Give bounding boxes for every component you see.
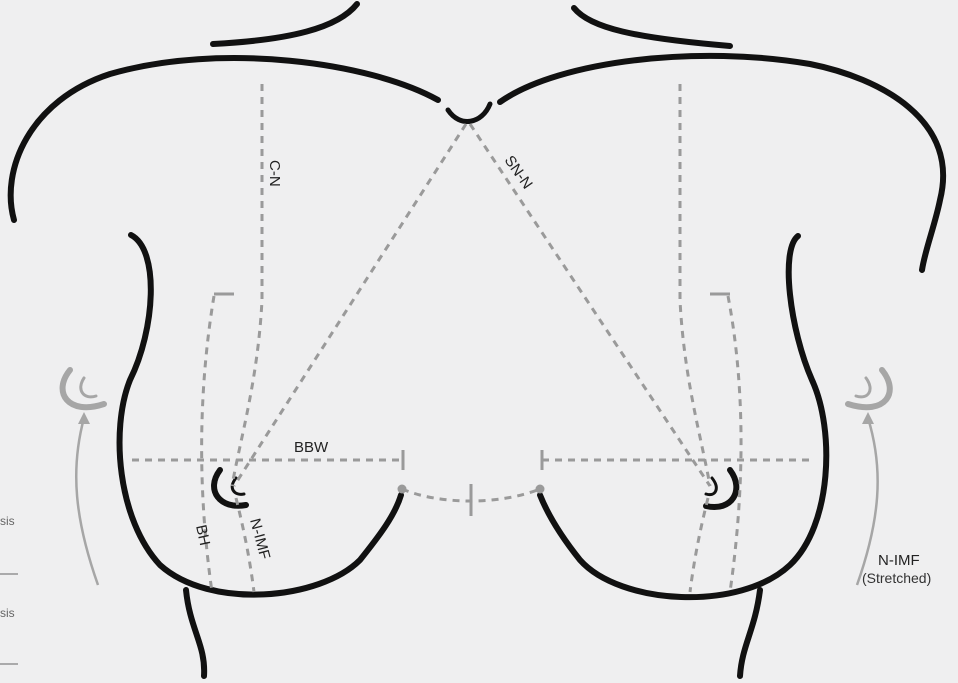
bh-label: BH <box>192 523 213 547</box>
bbw-label: BBW <box>294 439 329 456</box>
side-label-bottom: sis <box>0 606 15 620</box>
intermammary-point-left <box>398 485 407 494</box>
right-lower-torso <box>740 590 760 676</box>
left-stretch-arrow <box>76 418 98 585</box>
right-stretch-arrowhead <box>862 412 874 424</box>
stretched-label: (Stretched) <box>862 570 931 586</box>
left-nipple-inner <box>232 478 244 494</box>
bh-line-right <box>728 296 741 592</box>
right-stretch-arrow <box>857 418 878 585</box>
right-nipple-inner <box>706 478 716 495</box>
n-imf-line-right <box>690 498 708 592</box>
sn-n-label: SN-N <box>501 153 536 193</box>
left-ghost-nipple-inner <box>81 378 96 397</box>
c-n-label: C-N <box>266 160 283 187</box>
sn-n-line-right <box>470 124 710 486</box>
right-ghost-nipple-inner <box>856 378 870 397</box>
right-torso-side <box>540 236 826 597</box>
c-n-line-left <box>232 84 262 486</box>
neck-right-line <box>574 8 730 46</box>
left-shoulder-outline <box>11 58 438 220</box>
n-imf-stretched-label: N-IMF <box>878 552 920 569</box>
left-lower-torso <box>186 590 204 676</box>
right-nipple <box>706 470 736 507</box>
bh-line-left <box>202 296 214 592</box>
c-n-line-right <box>680 84 710 486</box>
neck-left-line <box>213 4 357 44</box>
sternal-notch <box>448 104 490 121</box>
left-ghost-nipple <box>63 370 104 407</box>
left-stretch-arrowhead <box>78 412 90 424</box>
side-label-top: sis <box>0 514 15 528</box>
right-shoulder-outline <box>500 56 943 270</box>
intermammary-point-right <box>536 485 545 494</box>
n-imf-line-left <box>236 498 254 592</box>
n-imf-label: N-IMF <box>246 517 273 562</box>
